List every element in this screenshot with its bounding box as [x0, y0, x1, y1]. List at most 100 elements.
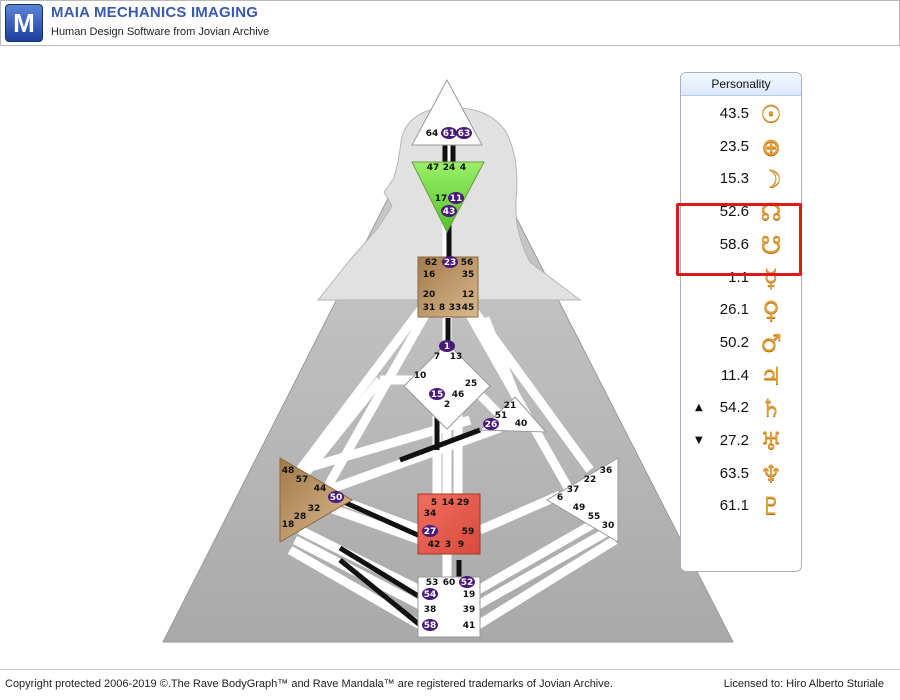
root-gate: 38: [424, 605, 437, 615]
planet-row: 15.3☽: [681, 163, 801, 195]
gate-number: 62: [425, 258, 438, 268]
solar-gate: 37: [567, 485, 580, 495]
sacral-gate: 34: [424, 509, 437, 519]
activated-gate-marker: [439, 340, 455, 352]
gate-number: 29: [457, 498, 470, 508]
activated-gate-marker: [456, 127, 472, 139]
g-gate: 1: [439, 340, 455, 352]
gate-number: 2: [444, 400, 450, 410]
gate-number: 12: [462, 290, 475, 300]
g-gate: 13: [450, 352, 463, 362]
gate-number: 23: [444, 258, 457, 268]
gate-number: 44: [314, 484, 327, 494]
throat-gate: 35: [462, 270, 475, 280]
root-gate: 52: [459, 576, 475, 588]
planet-value: 15.3: [719, 170, 749, 188]
venus-icon: ♀: [762, 296, 780, 325]
highlight-box: [676, 203, 802, 276]
root-gate: 60: [443, 578, 456, 588]
planet-value: 23.5: [719, 137, 749, 155]
gate-number: 7: [434, 352, 440, 362]
planet-row: 23.5⊕: [681, 131, 801, 163]
gate-number: 3: [445, 540, 451, 550]
activated-gate-marker: [422, 619, 438, 631]
ego-gate: 21: [504, 401, 517, 411]
gate-number: 21: [504, 401, 517, 411]
app-logo: M: [5, 4, 43, 42]
ajna-center: [411, 161, 485, 234]
spleen-gate: 44: [314, 484, 327, 494]
gate-number: 31: [423, 303, 436, 313]
throat-gate: 45: [462, 303, 475, 313]
spleen-gate: 18: [282, 520, 295, 530]
planet-value: 50.2: [719, 333, 749, 351]
activated-gate-marker: [328, 491, 344, 503]
gate-number: 24: [443, 163, 456, 173]
app-header: M MAIA MECHANICS IMAGING Human Design So…: [0, 0, 900, 46]
ajna-gate: 11: [448, 192, 464, 204]
gate-number: 26: [485, 420, 498, 430]
neptune-icon: ♆: [760, 459, 782, 488]
ajna-gate: 4: [460, 163, 466, 173]
gate-number: 4: [460, 163, 466, 173]
gate-number: 59: [462, 527, 475, 537]
gate-number: 46: [452, 390, 465, 400]
spleen-gate: 28: [294, 512, 307, 522]
mars-icon: ♂: [760, 328, 782, 357]
planet-row: 58.6☋: [681, 229, 801, 261]
planet-row: 61.1♇: [681, 490, 801, 522]
gate-number: 17: [435, 194, 448, 204]
gate-number: 58: [424, 621, 437, 631]
spleen-gate: 32: [308, 504, 321, 514]
gate-number: 32: [308, 504, 321, 514]
ego-gate: 51: [495, 411, 508, 421]
planet-value: 1.1: [728, 268, 749, 286]
gate-number: 63: [458, 129, 471, 139]
spleen-gate: 50: [328, 491, 344, 503]
gate-number: 13: [450, 352, 463, 362]
gate-number: 11: [450, 194, 463, 204]
spleen-center: [279, 457, 353, 543]
g-gate: 15: [429, 388, 445, 400]
sacral-gate: 3: [445, 540, 451, 550]
gate-number: 35: [462, 270, 475, 280]
sacral-gate: 29: [457, 498, 470, 508]
gate-number: 19: [463, 590, 476, 600]
app-footer: Copyright protected 2006-2019 ©.The Rave…: [0, 669, 900, 700]
gate-number: 53: [426, 578, 439, 588]
planet-row: ▲54.2♄: [681, 392, 801, 424]
jupiter-icon: ♃: [760, 361, 782, 390]
gate-number: 55: [588, 512, 601, 522]
saturn-icon: ♄: [760, 394, 782, 423]
throat-gate: 16: [423, 270, 436, 280]
gate-number: 61: [443, 129, 456, 139]
root-gate: 19: [463, 590, 476, 600]
sacral-gate: 42: [428, 540, 441, 550]
gate-number: 34: [424, 509, 437, 519]
solar-gate: 6: [557, 493, 563, 503]
planet-row: 26.1 ♀: [681, 294, 801, 326]
personality-title: Personality: [681, 73, 801, 96]
planet-row: 43.5☉: [681, 98, 801, 130]
logo-letter: M: [13, 8, 35, 38]
spleen-gate: 48: [282, 466, 295, 476]
ajna-gate: 17: [435, 194, 448, 204]
planet-value: 43.5: [719, 105, 749, 122]
gate-number: 41: [463, 621, 476, 631]
planet-value: 11.4: [720, 366, 749, 384]
ajna-gate: 47: [427, 163, 440, 173]
sacral-gate: 14: [442, 498, 455, 508]
root-gate: 54: [422, 588, 438, 600]
gate-number: 9: [458, 540, 464, 550]
solar-gate: 22: [584, 475, 597, 485]
gate-number: 5: [431, 498, 437, 508]
gate-number: 64: [426, 129, 439, 139]
gate-number: 47: [427, 163, 440, 173]
sacral-gate: 5: [431, 498, 437, 508]
activated-gate-marker: [459, 576, 475, 588]
planet-value: 26.1: [719, 301, 749, 319]
app-subtitle: Human Design Software from Jovian Archiv…: [51, 26, 270, 38]
gate-number: 38: [424, 605, 437, 615]
mercury-icon: ☿: [763, 263, 779, 292]
